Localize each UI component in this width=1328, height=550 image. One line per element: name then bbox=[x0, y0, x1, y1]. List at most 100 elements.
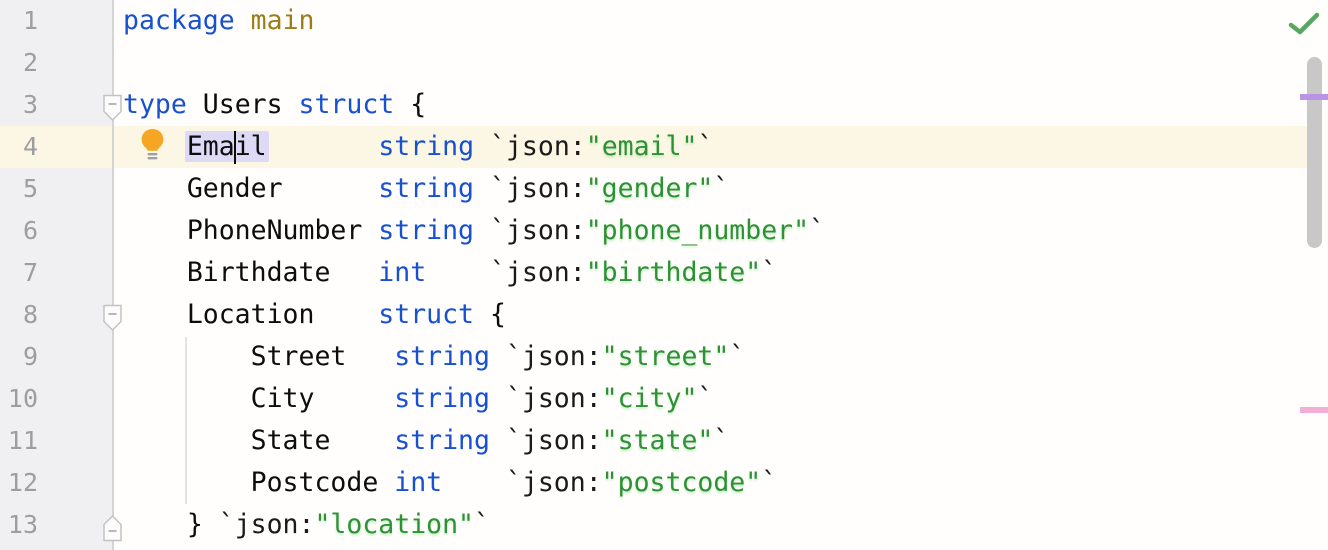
token-text bbox=[474, 173, 490, 204]
line-number[interactable]: 12 bbox=[7, 468, 38, 497]
code-line[interactable]: Location struct { bbox=[113, 294, 825, 336]
line-number[interactable]: 10 bbox=[7, 384, 38, 413]
fold-collapse-icon[interactable] bbox=[102, 94, 123, 122]
code-line[interactable]: Gender string `json:"gender"` bbox=[113, 168, 825, 210]
token-text bbox=[490, 425, 506, 456]
code-line[interactable]: Birthdate int `json:"birthdate"` bbox=[113, 252, 825, 294]
token-keyword: package bbox=[123, 5, 235, 36]
fold-collapse-end-icon[interactable] bbox=[102, 514, 123, 542]
token-struct-tag: ` bbox=[697, 131, 714, 162]
token-keyword: string bbox=[394, 425, 490, 456]
token-package-name: main bbox=[250, 5, 315, 36]
token-keyword: int bbox=[394, 467, 443, 498]
token-identifier-highlighted: Ema bbox=[184, 131, 235, 162]
token-text bbox=[267, 131, 379, 162]
token-identifier-highlighted: il bbox=[234, 131, 269, 162]
token-text: City bbox=[123, 383, 395, 414]
token-keyword: string bbox=[394, 383, 490, 414]
token-text: State bbox=[123, 425, 395, 456]
token-struct-tag: `json: bbox=[505, 425, 602, 456]
line-number[interactable]: 4 bbox=[22, 132, 38, 161]
token-struct-tag: `json: bbox=[505, 467, 602, 498]
token-struct-tag: ` bbox=[697, 383, 714, 414]
token-struct-tag: ` bbox=[713, 173, 730, 204]
code-area[interactable]: package main type Users struct { Email st… bbox=[113, 0, 825, 546]
indent-guide bbox=[185, 337, 187, 504]
token-keyword: string bbox=[378, 131, 475, 162]
token-text bbox=[426, 257, 490, 288]
token-text: Location bbox=[123, 299, 379, 330]
token-tag-value: "location" bbox=[314, 509, 475, 540]
token-struct-tag: ` bbox=[809, 215, 826, 246]
token-tag-value: "email" bbox=[585, 131, 698, 162]
token-struct-tag: ` bbox=[761, 467, 778, 498]
gutter-background bbox=[0, 0, 112, 550]
error-stripe-marker[interactable] bbox=[1300, 407, 1328, 413]
token-tag-value: "city" bbox=[601, 383, 698, 414]
token-tag-value: "postcode" bbox=[601, 467, 762, 498]
token-text bbox=[490, 383, 506, 414]
code-line[interactable]: State string `json:"state"` bbox=[113, 420, 825, 462]
line-number[interactable]: 6 bbox=[22, 216, 38, 245]
code-line[interactable]: PhoneNumber string `json:"phone_number"` bbox=[113, 210, 825, 252]
token-keyword: string bbox=[394, 341, 490, 372]
token-struct-tag: ` bbox=[729, 341, 746, 372]
inspections-ok-checkmark-icon[interactable] bbox=[1288, 11, 1320, 39]
token-keyword: type bbox=[123, 89, 187, 120]
intention-bulb-icon[interactable] bbox=[139, 128, 166, 165]
token-keyword: struct bbox=[378, 299, 475, 330]
fold-collapse-icon[interactable] bbox=[102, 304, 123, 332]
code-line[interactable]: type Users struct { bbox=[113, 84, 825, 126]
token-tag-value: "street" bbox=[601, 341, 730, 372]
token-text: Postcode bbox=[123, 467, 395, 498]
token-text: Street bbox=[123, 341, 395, 372]
token-keyword: struct bbox=[298, 89, 395, 120]
token-struct-tag: `json: bbox=[505, 341, 602, 372]
token-keyword: int bbox=[378, 257, 427, 288]
token-text: } bbox=[123, 509, 219, 540]
token-tag-value: "state" bbox=[601, 425, 714, 456]
code-line[interactable]: } `json:"location"` bbox=[113, 504, 825, 546]
token-text: Birthdate bbox=[123, 257, 379, 288]
token-text bbox=[474, 131, 490, 162]
line-number[interactable]: 5 bbox=[22, 174, 38, 203]
token-struct-tag: ` bbox=[713, 425, 730, 456]
error-stripe-marker[interactable] bbox=[1300, 94, 1328, 100]
code-line[interactable]: Street string `json:"street"` bbox=[113, 336, 825, 378]
code-line[interactable]: Postcode int `json:"postcode"` bbox=[113, 462, 825, 504]
line-number[interactable]: 1 bbox=[22, 6, 38, 35]
token-struct-tag: `json: bbox=[218, 509, 315, 540]
token-struct-tag: `json: bbox=[489, 257, 586, 288]
token-keyword: string bbox=[378, 173, 475, 204]
scrollbar-thumb[interactable] bbox=[1307, 57, 1322, 248]
token-tag-value: "birthdate" bbox=[585, 257, 762, 288]
token-text: PhoneNumber bbox=[123, 215, 379, 246]
token-text bbox=[474, 215, 490, 246]
token-struct-tag: `json: bbox=[490, 131, 586, 162]
token-struct-tag: ` bbox=[761, 257, 778, 288]
code-line[interactable]: City string `json:"city"` bbox=[113, 378, 825, 420]
line-number[interactable]: 11 bbox=[7, 426, 38, 455]
code-line[interactable] bbox=[113, 42, 825, 84]
token-struct-tag: ` bbox=[474, 509, 490, 540]
token-struct-tag: `json: bbox=[489, 173, 586, 204]
token-text bbox=[442, 467, 506, 498]
token-text bbox=[235, 5, 251, 36]
token-keyword: string bbox=[378, 215, 475, 246]
token-text bbox=[490, 341, 506, 372]
code-line[interactable]: package main bbox=[113, 0, 825, 42]
token-text: { bbox=[394, 89, 427, 120]
token-struct-tag: `json: bbox=[489, 215, 586, 246]
token-tag-value: "phone_number" bbox=[585, 215, 810, 246]
token-text: { bbox=[474, 299, 506, 330]
token-tag-value: "gender" bbox=[585, 173, 714, 204]
line-number[interactable]: 13 bbox=[7, 510, 38, 539]
line-number[interactable]: 7 bbox=[22, 258, 38, 287]
line-number[interactable]: 9 bbox=[22, 342, 38, 371]
line-number[interactable]: 3 bbox=[22, 90, 38, 119]
line-number[interactable]: 2 bbox=[22, 48, 38, 77]
line-number[interactable]: 8 bbox=[22, 300, 38, 329]
token-text: Users bbox=[186, 89, 299, 120]
code-line[interactable]: Email string `json:"email"` bbox=[113, 126, 825, 168]
